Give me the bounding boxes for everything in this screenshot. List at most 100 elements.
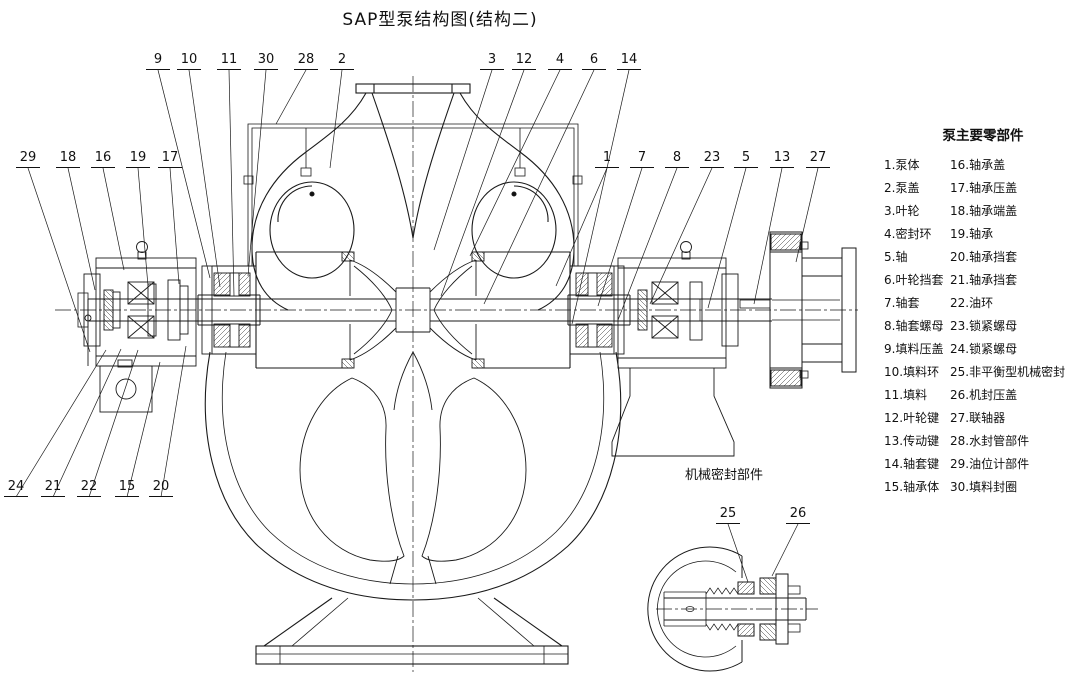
part-entry-left: 14.轴套键: [884, 457, 940, 471]
impeller: [341, 251, 485, 369]
parts-list-row: 5.轴 20.轴承挡套: [884, 246, 1082, 269]
part-entry-right: 19.轴承: [950, 227, 994, 241]
callout-23: 23: [700, 150, 724, 168]
part-entry-left: 4.密封环: [884, 227, 932, 241]
callout-6: 6: [582, 52, 606, 70]
lock-nut-left: [103, 289, 114, 331]
parts-list-row: 12.叶轮键 27.联轴器: [884, 407, 1082, 430]
part-entry-right: 16.轴承盖: [950, 158, 1006, 172]
callout-16: 16: [91, 150, 115, 168]
part-entry-right: 26.机封压盖: [950, 388, 1018, 402]
part-entry-left: 11.填料: [884, 388, 928, 402]
callout-24: 24: [4, 479, 28, 497]
part-entry-left: 12.叶轮键: [884, 411, 940, 425]
seal-spring-top: [705, 587, 739, 595]
part-entry-left: 8.轴套螺母: [884, 319, 944, 333]
stuffing-box-left: [201, 265, 256, 355]
grease-cup-left: [136, 241, 148, 253]
callout-8: 8: [665, 150, 689, 168]
lock-nut-right: [637, 289, 648, 331]
parts-list-row: 4.密封环 19.轴承: [884, 223, 1082, 246]
part-entry-left: 13.传动键: [884, 434, 940, 448]
part-entry-right: 29.油位计部件: [950, 457, 1030, 471]
callout-4: 4: [548, 52, 572, 70]
seal-spring-bottom: [705, 623, 739, 631]
callout-27: 27: [806, 150, 830, 168]
callout-20: 20: [149, 479, 173, 497]
seal-stationary-ring: [759, 577, 777, 595]
part-entry-right: 28.水封管部件: [950, 434, 1030, 448]
grease-cup-right: [680, 241, 692, 253]
callout-2: 2: [330, 52, 354, 70]
seal-detail-title: 机械密封部件: [684, 468, 763, 483]
part-entry-left: 3.叶轮: [884, 204, 920, 218]
callout-7: 7: [630, 150, 654, 168]
callout-5: 5: [734, 150, 758, 168]
water-seal-pipe: [243, 123, 583, 266]
callout-13: 13: [770, 150, 794, 168]
callout-22: 22: [77, 479, 101, 497]
bearing-assembly-right: [611, 241, 739, 457]
parts-list-title: 泵主要零部件: [942, 128, 1024, 144]
part-entry-left: 10.填料环: [884, 365, 940, 379]
callout-26: 26: [786, 506, 810, 524]
part-entry-left: 2.泵盖: [884, 181, 920, 195]
bearing-end-cover-right: [721, 273, 739, 347]
part-entry-left: 9.填料压盖: [884, 342, 944, 356]
callout-25: 25: [716, 506, 740, 524]
bearing-end-cover-left: [83, 273, 101, 347]
parts-list-row: 11.填料 26.机封压盖: [884, 384, 1082, 407]
parts-list-row: 13.传动键 28.水封管部件: [884, 430, 1082, 453]
callout-30: 30: [254, 52, 278, 70]
parts-list-row: 15.轴承体 30.填料封圈: [884, 476, 1082, 499]
part-entry-right: 30.填料封圈: [950, 480, 1018, 494]
drive-key: [739, 299, 771, 309]
seal-gland-plate: [775, 573, 789, 645]
callout-14: 14: [617, 52, 641, 70]
seal-detail-drawing: [647, 546, 807, 672]
callout-3: 3: [480, 52, 504, 70]
centerlines: [55, 76, 858, 672]
seal-rotating-ring: [737, 581, 755, 595]
callout-15: 15: [115, 479, 139, 497]
bearing-assembly-left: [83, 241, 197, 367]
callout-17: 17: [158, 150, 182, 168]
leader-lines: [15, 69, 819, 583]
part-entry-right: 18.轴承端盖: [950, 204, 1018, 218]
callout-1: 1: [595, 150, 619, 168]
part-entry-left: 6.叶轮挡套: [884, 273, 944, 287]
parts-list-row: 2.泵盖 17.轴承压盖: [884, 177, 1082, 200]
parts-list-row: 10.填料环 25.非平衡型机械密封: [884, 361, 1082, 384]
parts-list-row: 1.泵体 16.轴承盖: [884, 154, 1082, 177]
base-pedestal: [255, 597, 569, 665]
callout-19: 19: [126, 150, 150, 168]
callout-10: 10: [177, 52, 201, 70]
parts-list: 泵主要零部件 1.泵体 16.轴承盖 2.泵盖 17.轴承压盖 3.叶轮 18.轴承端…: [884, 124, 1082, 499]
parts-list-row: 14.轴套键 29.油位计部件: [884, 453, 1082, 476]
part-entry-right: 23.锁紧螺母: [950, 319, 1018, 333]
coupling: [769, 231, 857, 389]
part-entry-left: 15.轴承体: [884, 480, 940, 494]
callout-9: 9: [146, 52, 170, 70]
oil-level-gauge: [84, 314, 153, 413]
callout-28: 28: [294, 52, 318, 70]
part-entry-right: 17.轴承压盖: [950, 181, 1018, 195]
parts-list-row: 3.叶轮 18.轴承端盖: [884, 200, 1082, 223]
part-entry-right: 25.非平衡型机械密封: [950, 365, 1066, 379]
part-entry-left: 1.泵体: [884, 158, 920, 172]
callout-21: 21: [41, 479, 65, 497]
pump-casing: [204, 83, 622, 601]
part-entry-left: 5.轴: [884, 250, 908, 264]
parts-list-row: 6.叶轮挡套 21.轴承挡套: [884, 269, 1082, 292]
part-entry-right: 20.轴承挡套: [950, 250, 1018, 264]
part-entry-right: 27.联轴器: [950, 411, 1006, 425]
callout-12: 12: [512, 52, 536, 70]
callout-18: 18: [56, 150, 80, 168]
part-entry-right: 21.轴承挡套: [950, 273, 1018, 287]
drawing-title: SAP型泵结构图(结构二): [342, 10, 538, 30]
oil-ring: [147, 283, 157, 337]
